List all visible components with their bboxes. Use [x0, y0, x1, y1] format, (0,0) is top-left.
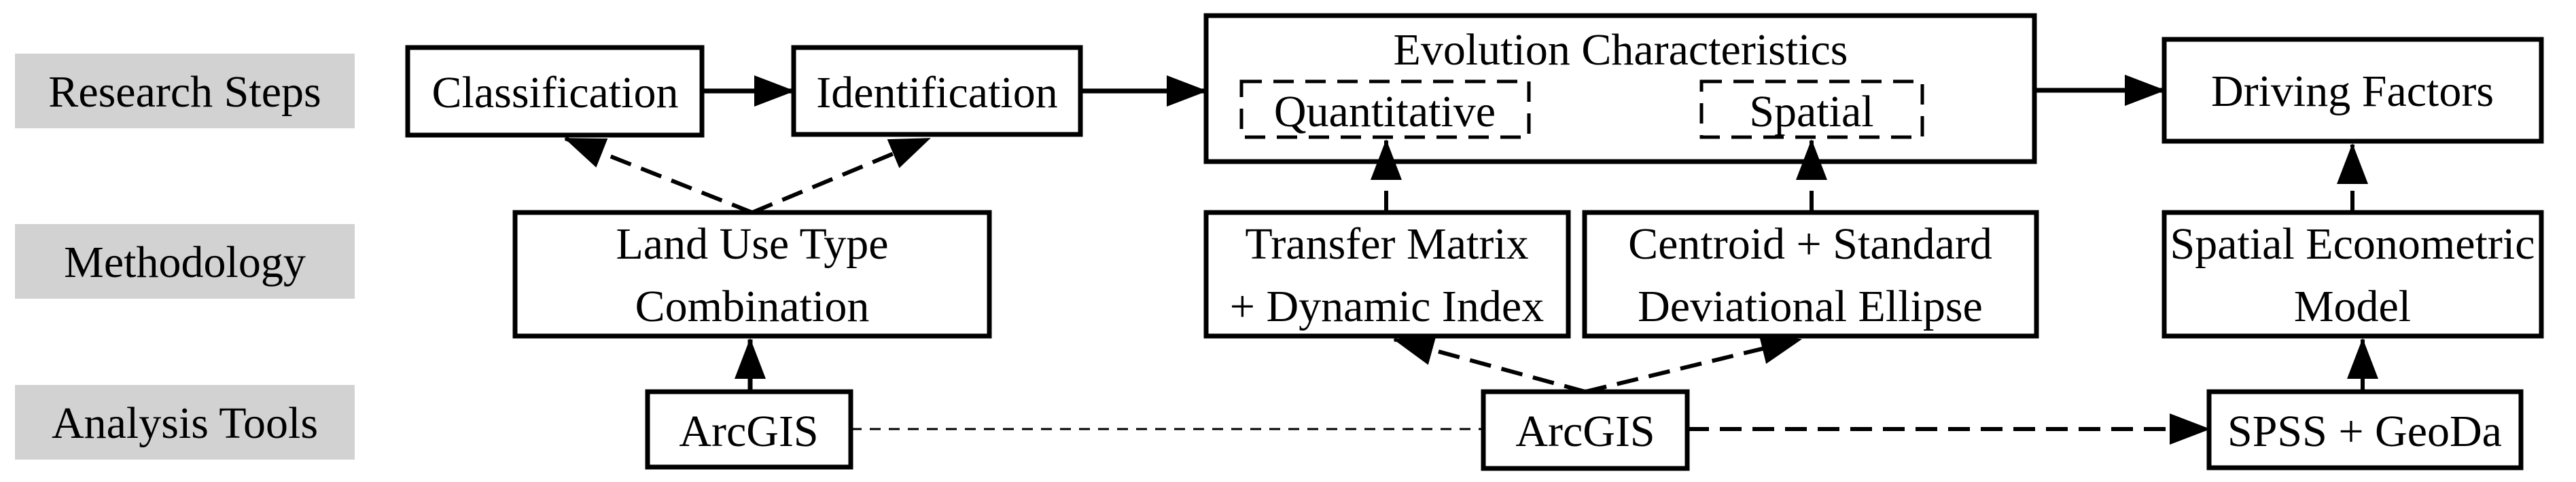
row-label-research-steps: Research Steps — [15, 54, 355, 128]
driving-factors-box — [2162, 37, 2544, 144]
spatial-econometric-model-line2: Model — [2294, 282, 2411, 331]
land-use-type-combination-line1: Land Use Type — [616, 219, 888, 269]
land-use-type-combination-box — [512, 210, 992, 339]
evolution-characteristics-title: Evolution Characteristics — [1394, 25, 1848, 75]
spss-geoda-node: SPSS + GeoDa — [2206, 389, 2524, 470]
row-label-methodology-bg — [15, 224, 355, 299]
land-use-type-combination-line2: Combination — [635, 282, 870, 331]
row-label-research-steps-bg — [15, 54, 355, 128]
centroid-ellipse-node: Centroid + Standard Deviational Ellipse — [1582, 210, 2039, 339]
spss-geoda-label: SPSS + GeoDa — [2227, 407, 2502, 456]
arcgis-left-label: ArcGIS — [679, 407, 818, 456]
arrow-arcgis-middle-to-centroid — [1585, 333, 1802, 394]
quantitative-dashed-box — [1239, 79, 1531, 139]
identification-node: Identification — [791, 45, 1083, 137]
driving-factors-node: Driving Factors — [2162, 37, 2544, 144]
row-label-analysis-tools-text: Analysis Tools — [52, 398, 318, 448]
quantitative-label: Quantitative — [1274, 87, 1496, 136]
centroid-ellipse-line2: Deviational Ellipse — [1638, 282, 1983, 331]
transfer-matrix-node: Transfer Matrix + Dynamic Index — [1203, 210, 1571, 339]
arcgis-left-node: ArcGIS — [645, 389, 853, 470]
driving-factors-label: Driving Factors — [2211, 67, 2494, 116]
row-label-methodology-text: Methodology — [64, 238, 306, 287]
spatial-label: Spatial — [1749, 87, 1873, 136]
spatial-econometric-model-line1: Spatial Econometric — [2170, 219, 2535, 269]
row-label-research-steps-text: Research Steps — [48, 67, 321, 117]
transfer-matrix-line2: + Dynamic Index — [1230, 282, 1544, 331]
arrow-landuse-to-classification — [564, 136, 754, 215]
land-use-type-combination-node: Land Use Type Combination — [512, 210, 992, 339]
classification-node: Classification — [405, 45, 705, 138]
arcgis-middle-label: ArcGIS — [1515, 407, 1655, 456]
arrow-arcgis-middle-to-transfer — [1393, 335, 1586, 394]
centroid-ellipse-line1: Centroid + Standard — [1628, 219, 1992, 269]
row-label-analysis-tools-bg — [15, 385, 355, 460]
row-label-methodology: Methodology — [15, 224, 355, 299]
row-label-analysis-tools: Analysis Tools — [15, 385, 355, 460]
transfer-matrix-line1: Transfer Matrix — [1245, 219, 1528, 269]
spatial-econometric-model-node: Spatial Econometric Model — [2162, 210, 2544, 339]
spatial-dashed-box — [1699, 79, 1924, 139]
arcgis-middle-node: ArcGIS — [1481, 389, 1690, 471]
evolution-characteristics-node: Evolution Characteristics Quantitative S… — [1203, 13, 2037, 164]
arrow-landuse-to-identification — [751, 136, 931, 215]
classification-label: Classification — [432, 68, 679, 117]
identification-label: Identification — [816, 68, 1058, 117]
